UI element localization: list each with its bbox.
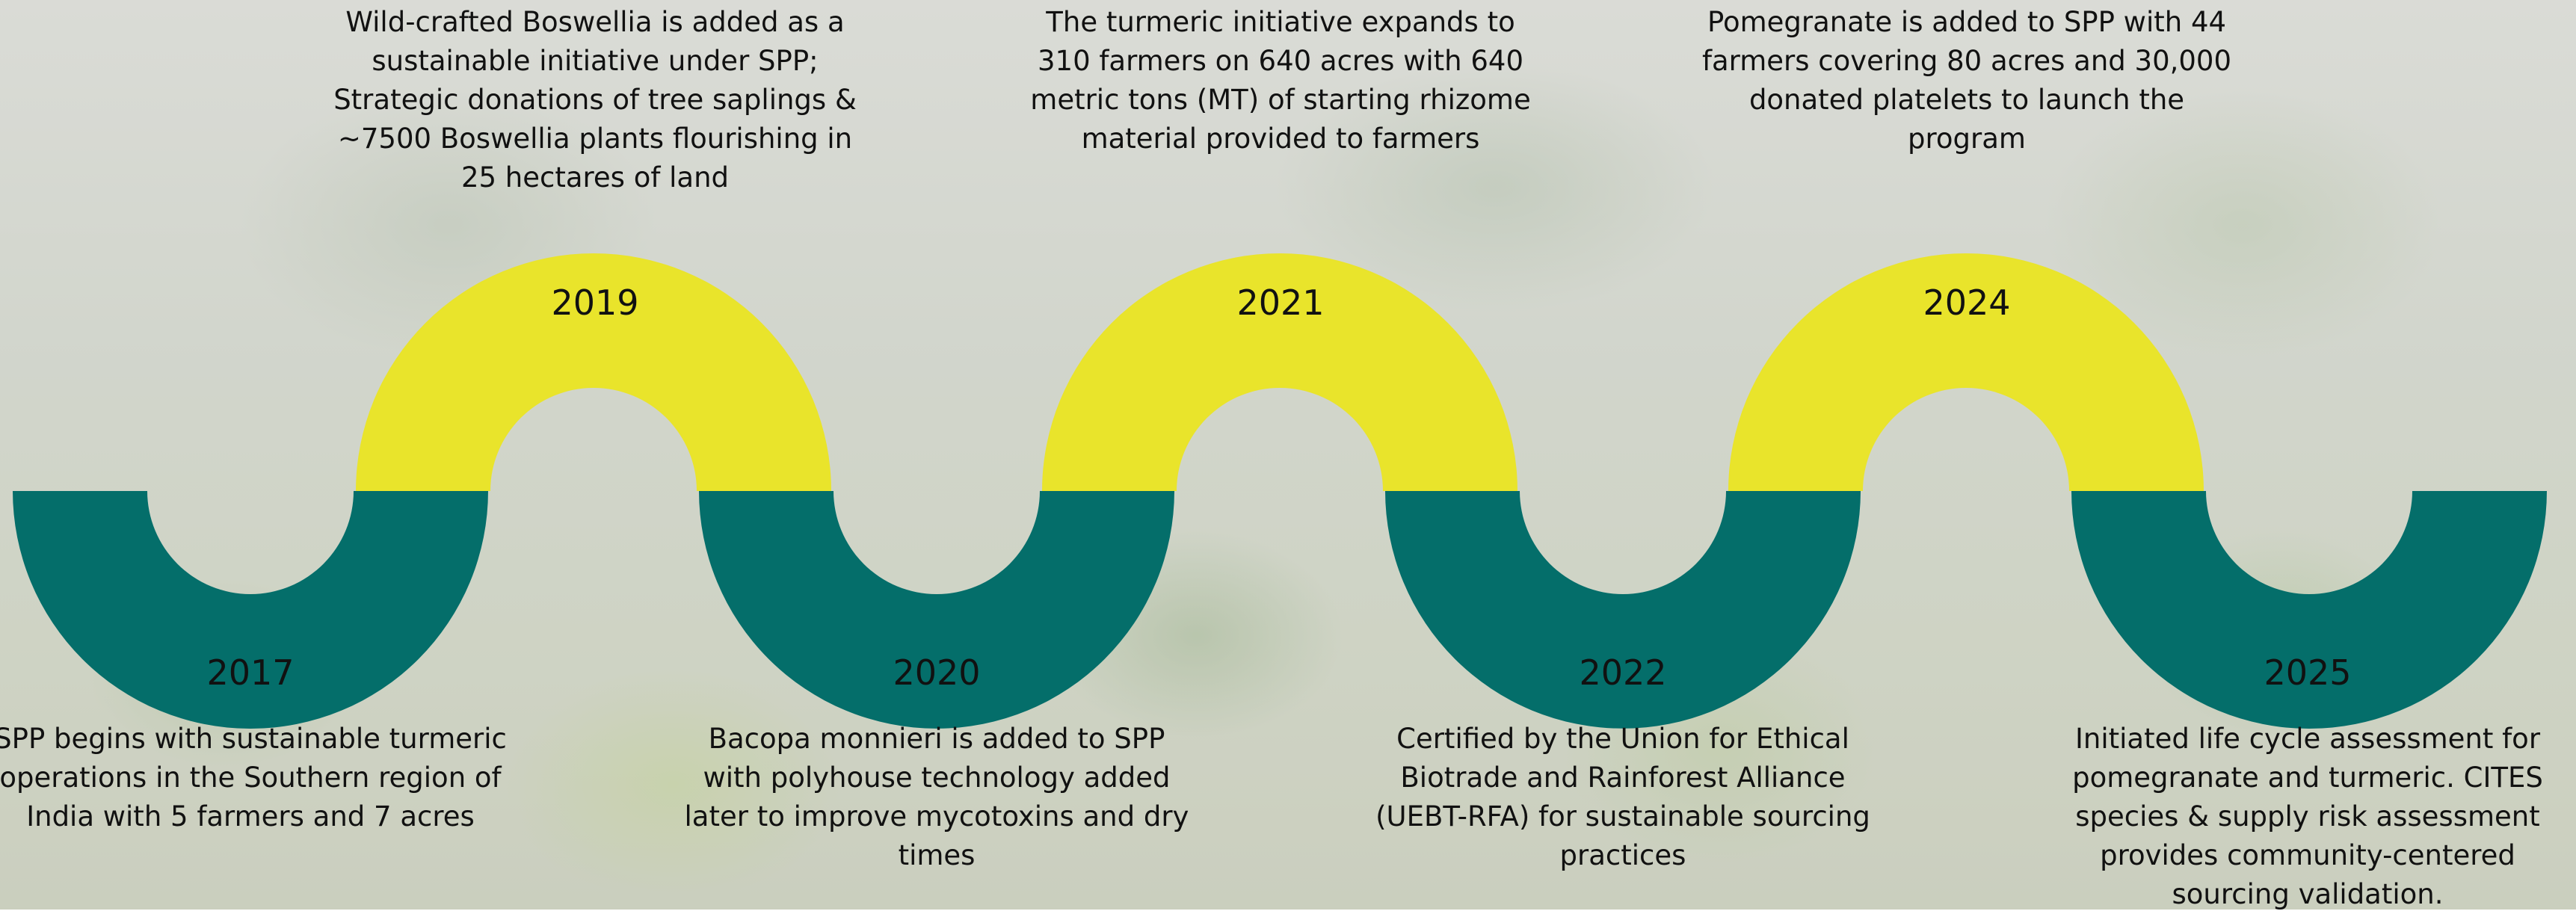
upper-arc-1: [13, 491, 488, 729]
year-label-2024: 2024: [1923, 282, 2011, 323]
milestone-text-2024: Pomegranate is added to SPP with 44 farm…: [1701, 6, 2232, 155]
year-label-2021: 2021: [1236, 282, 1325, 323]
year-label-2017: 2017: [206, 652, 295, 693]
lower-arc-3: [1728, 253, 2204, 491]
wave-lower-arcs: [356, 253, 2204, 491]
year-label-2019: 2019: [551, 282, 639, 323]
year-label-2020: 2020: [893, 652, 981, 693]
lower-arc-1: [356, 253, 831, 491]
year-label-2022: 2022: [1579, 652, 1667, 693]
milestone-text-2019: Wild-crafted Boswellia is added as a sus…: [333, 6, 857, 194]
upper-arc-2: [699, 491, 1174, 729]
milestone-text-2025: Initiated life cycle assessment for pome…: [2072, 723, 2543, 910]
wave-upper-arcs: [13, 491, 2547, 729]
year-label-2025: 2025: [2264, 652, 2352, 693]
milestone-text-2020: Bacopa monnieri is added to SPP with pol…: [684, 723, 1189, 871]
milestone-text-2021: The turmeric initiative expands to 310 f…: [1030, 6, 1531, 155]
upper-arc-4: [2071, 491, 2547, 729]
milestone-text-2022: Certified by the Union for Ethical Biotr…: [1375, 723, 1870, 871]
upper-arc-3: [1385, 491, 1861, 729]
milestone-text-2017: SPP begins with sustainable turmeric ope…: [0, 723, 507, 833]
lower-arc-2: [1042, 253, 1517, 491]
